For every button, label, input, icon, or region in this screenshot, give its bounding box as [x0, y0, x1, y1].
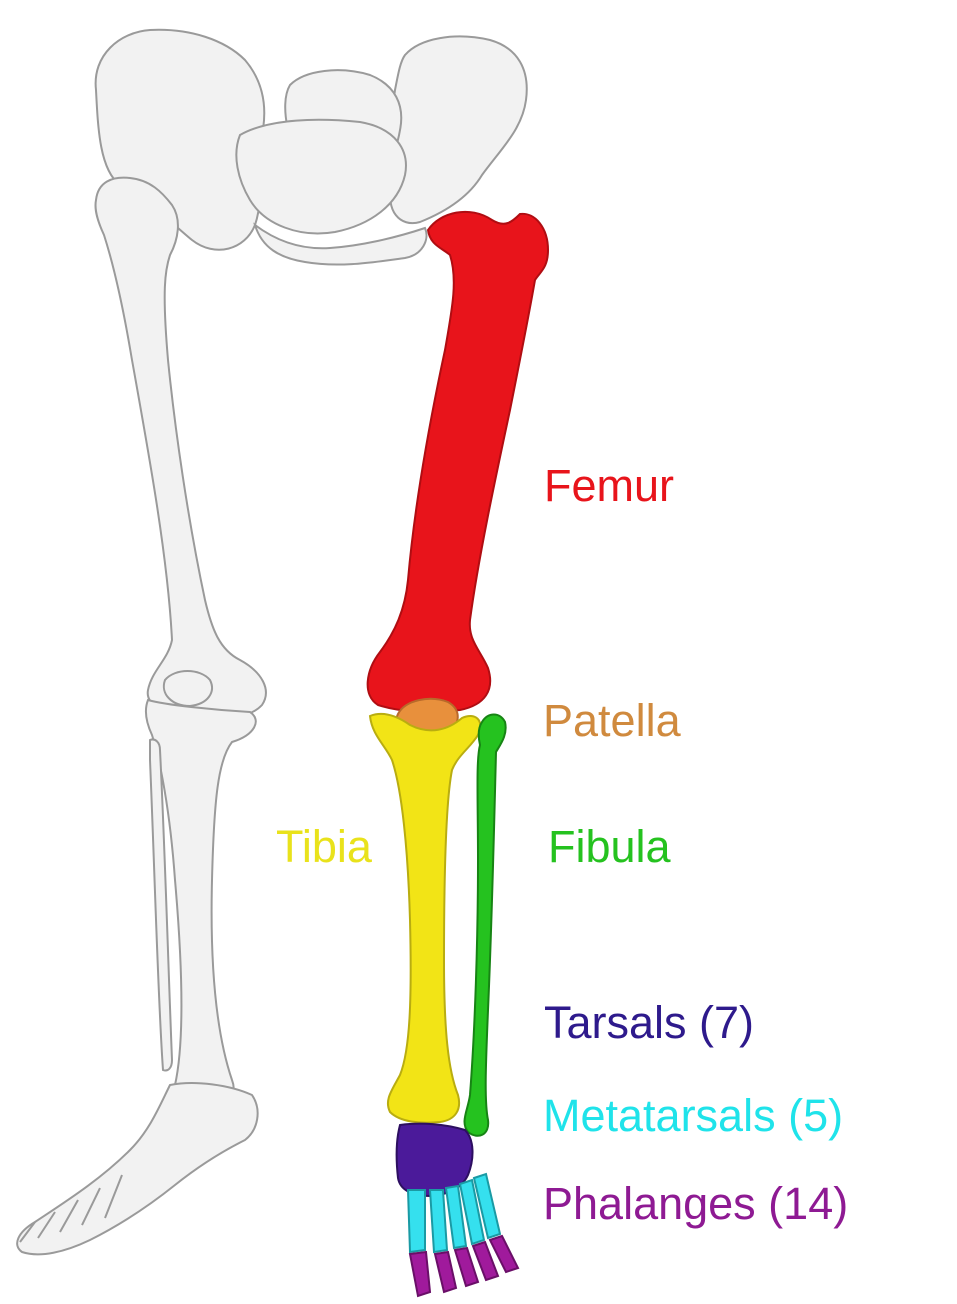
patella-label: Patella	[543, 698, 681, 743]
pelvis-inner-ring	[236, 120, 406, 234]
metatarsal-1	[408, 1190, 425, 1252]
left-femur	[95, 178, 265, 719]
femur-label: Femur	[544, 463, 674, 508]
phalanx-3	[455, 1248, 478, 1286]
metatarsal-2	[430, 1190, 447, 1252]
fibula-label: Fibula	[548, 824, 671, 869]
metatarsals-label: Metatarsals (5)	[543, 1093, 843, 1138]
tarsals-label: Tarsals (7)	[544, 1000, 754, 1045]
phalanx-2	[435, 1252, 456, 1292]
right-leg	[368, 212, 548, 1296]
phalanges-label: Phalanges (14)	[543, 1181, 848, 1226]
left-patella	[164, 671, 212, 706]
phalanx-1	[410, 1252, 430, 1296]
left-leg	[17, 178, 266, 1255]
tibia-label: Tibia	[276, 824, 372, 869]
right-fibula	[465, 715, 506, 1136]
right-femur	[368, 212, 548, 712]
pelvis-right-ilium	[390, 36, 526, 223]
right-tibia	[370, 714, 480, 1123]
left-foot	[17, 1083, 257, 1254]
